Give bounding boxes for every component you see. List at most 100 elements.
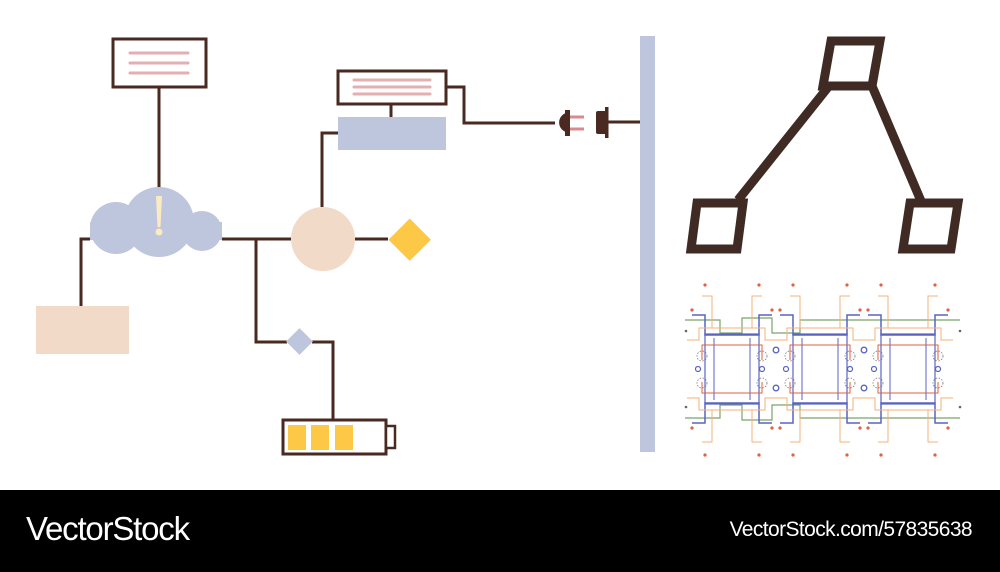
circuit-dot bbox=[690, 426, 694, 430]
brand-logo: VectorStock bbox=[26, 510, 190, 547]
circuit-dot bbox=[933, 453, 937, 457]
circuit-node bbox=[870, 365, 878, 373]
exclamation-icon bbox=[155, 196, 163, 236]
circuit-pad bbox=[872, 377, 884, 389]
circuit-trace bbox=[878, 295, 889, 328]
cloud-icon bbox=[90, 187, 222, 257]
circuit-dot bbox=[703, 453, 707, 457]
circuit-dot bbox=[958, 405, 962, 409]
circuit-dot bbox=[866, 426, 870, 430]
circuit-dot bbox=[958, 329, 962, 333]
circuit-node bbox=[772, 346, 780, 354]
circuit-trace bbox=[687, 397, 777, 411]
circuit-trace bbox=[927, 295, 938, 328]
circuit-node bbox=[694, 365, 702, 373]
plug-icon bbox=[559, 110, 584, 136]
wall-divider bbox=[640, 36, 655, 452]
circuit-dot bbox=[770, 308, 774, 312]
circuit-trace bbox=[877, 344, 939, 360]
circuit-pad bbox=[756, 350, 768, 362]
circuit-trace bbox=[868, 402, 948, 424]
circuit-pattern bbox=[684, 283, 962, 457]
circuit-dot bbox=[684, 405, 688, 409]
circuit-node bbox=[772, 384, 780, 392]
battery-icon bbox=[281, 418, 397, 456]
peach-block bbox=[36, 306, 129, 354]
circuit-node bbox=[860, 346, 868, 354]
circuit-dot bbox=[879, 283, 883, 287]
socket-icon bbox=[596, 107, 609, 138]
circuit-dot bbox=[757, 283, 761, 287]
circuit-trace bbox=[789, 344, 851, 360]
circuit-dot bbox=[845, 283, 849, 287]
circuit-trace bbox=[685, 404, 960, 421]
connector-lines bbox=[79, 85, 640, 420]
network-hierarchy-icon bbox=[685, 36, 964, 254]
circuit-trace bbox=[790, 410, 801, 443]
circuit-trace bbox=[692, 402, 772, 424]
circuit-trace bbox=[839, 295, 850, 328]
circuit-trace bbox=[702, 410, 713, 443]
circuit-dot bbox=[684, 329, 688, 333]
circuit-trace bbox=[839, 410, 850, 443]
circuit-trace bbox=[863, 327, 953, 341]
circuit-node bbox=[758, 365, 766, 373]
circuit-trace bbox=[780, 402, 860, 424]
circuit-dot bbox=[866, 308, 870, 312]
circuit-dot bbox=[757, 453, 761, 457]
circuit-pad bbox=[872, 350, 884, 362]
circuit-node bbox=[934, 365, 942, 373]
circuit-dot bbox=[770, 426, 774, 430]
circuit-trace bbox=[878, 410, 889, 443]
small-diamond bbox=[286, 328, 313, 355]
circuit-dot bbox=[858, 426, 862, 430]
circuit-trace bbox=[685, 317, 960, 334]
circuit-dot bbox=[933, 283, 937, 287]
circuit-trace bbox=[701, 382, 763, 394]
circuit-node bbox=[782, 365, 790, 373]
circuit-trace bbox=[927, 410, 938, 443]
circuit-dot bbox=[946, 426, 950, 430]
circuit-dot bbox=[690, 308, 694, 312]
yellow-diamond bbox=[388, 218, 431, 261]
circuit-dot bbox=[791, 453, 795, 457]
image-reference: VectorStock.com/57835638 bbox=[729, 518, 973, 541]
circuit-pad bbox=[844, 350, 856, 362]
circuit-trace bbox=[775, 327, 865, 341]
circuit-dot bbox=[791, 283, 795, 287]
circuit-dot bbox=[946, 308, 950, 312]
circuit-dot bbox=[845, 453, 849, 457]
circuit-dot bbox=[778, 308, 782, 312]
circuit-trace bbox=[702, 295, 713, 328]
circuit-trace bbox=[701, 344, 763, 360]
circuit-dot bbox=[879, 453, 883, 457]
circuit-pad bbox=[844, 377, 856, 389]
circuit-pad bbox=[756, 377, 768, 389]
circuit-trace bbox=[775, 397, 865, 411]
diagram-canvas bbox=[36, 36, 964, 457]
circuit-trace bbox=[751, 295, 762, 328]
circuit-pad bbox=[784, 350, 796, 362]
circuit-trace bbox=[751, 410, 762, 443]
circuit-pad bbox=[932, 377, 944, 389]
circuit-pad bbox=[784, 377, 796, 389]
lavender-block bbox=[338, 117, 446, 150]
circuit-trace bbox=[790, 295, 801, 328]
circuit-pad bbox=[696, 350, 708, 362]
circuit-pad bbox=[932, 350, 944, 362]
circuit-trace bbox=[863, 397, 953, 411]
circuit-trace bbox=[780, 314, 860, 336]
circuit-trace bbox=[789, 382, 851, 394]
circuit-pad bbox=[696, 377, 708, 389]
circuit-trace bbox=[687, 327, 777, 341]
upper-note-card bbox=[336, 69, 448, 106]
hub-circle bbox=[291, 207, 355, 271]
circuit-dot bbox=[778, 426, 782, 430]
circuit-dot bbox=[858, 308, 862, 312]
circuit-trace bbox=[868, 314, 948, 336]
circuit-node bbox=[860, 384, 868, 392]
circuit-dot bbox=[703, 283, 707, 287]
circuit-trace bbox=[692, 314, 772, 336]
footer-bar: VectorStock VectorStock.com/57835638 bbox=[0, 490, 1000, 572]
circuit-node bbox=[846, 365, 854, 373]
